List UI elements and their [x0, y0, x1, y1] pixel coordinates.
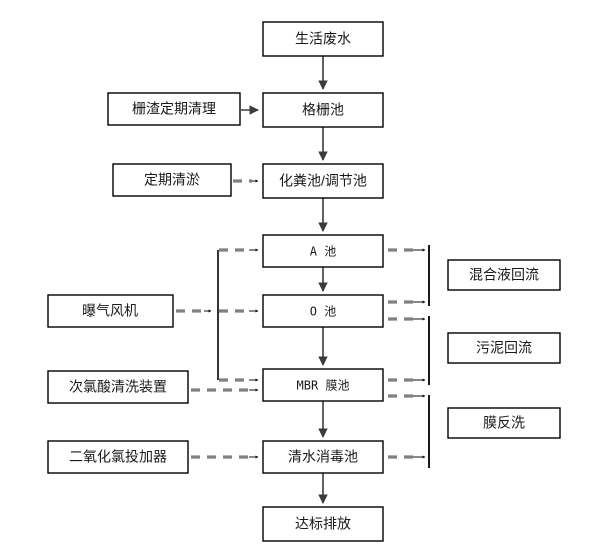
node-layer: 生活废水 栅渣定期清理 格栅池 定期清淤 化粪池/调节池 A 池 曝气风机: [47, 21, 561, 542]
node-grit-clean-box[interactable]: [107, 92, 241, 126]
node-o-tank[interactable]: O 池: [262, 294, 384, 328]
node-clo2-doser[interactable]: 二氧化氯投加器: [47, 440, 189, 474]
node-hypochlorous-washer-label: 次氯酸清洗装置: [69, 379, 167, 395]
node-effluent-box[interactable]: [262, 506, 384, 542]
node-mbr-tank-box[interactable]: [262, 368, 384, 402]
node-hypochlorous-washer-box[interactable]: [47, 370, 189, 404]
node-effluent[interactable]: 达标排放: [262, 506, 384, 542]
node-membrane-backwash-label: 膜反洗: [483, 415, 525, 431]
node-a-tank[interactable]: A 池: [262, 234, 384, 268]
node-grid-tank-label: 格栅池: [302, 102, 344, 118]
node-disinfection-tank-label: 清水消毒池: [288, 449, 358, 465]
node-effluent-label: 达标排放: [295, 516, 351, 532]
node-clo2-doser-box[interactable]: [47, 440, 189, 474]
node-blower[interactable]: 曝气风机: [47, 294, 174, 328]
node-influent-box[interactable]: [262, 21, 384, 57]
node-sludge-return[interactable]: 污泥回流: [447, 332, 561, 364]
node-grid-tank[interactable]: 格栅池: [262, 92, 384, 128]
node-septic-tank-label: 化粪池/调节池: [279, 173, 367, 189]
node-grid-tank-box[interactable]: [262, 92, 384, 128]
edge-layer: [176, 56, 430, 504]
node-septic-tank[interactable]: 化粪池/调节池: [262, 163, 384, 199]
node-disinfection-tank-box[interactable]: [262, 440, 384, 474]
node-hypochlorous-washer[interactable]: 次氯酸清洗装置: [47, 370, 189, 404]
node-a-tank-box[interactable]: [262, 234, 384, 268]
node-blower-box[interactable]: [47, 294, 174, 328]
node-mixed-liquor-return-box[interactable]: [447, 259, 561, 291]
node-mbr-tank[interactable]: MBR 膜池: [262, 368, 384, 402]
node-desilt-label: 定期清淤: [144, 172, 200, 188]
node-o-tank-label: O 池: [310, 305, 336, 319]
node-blower-label: 曝气风机: [82, 303, 138, 319]
node-grit-clean[interactable]: 栅渣定期清理: [107, 92, 241, 126]
node-sludge-return-label: 污泥回流: [476, 340, 532, 356]
node-mixed-liquor-return[interactable]: 混合液回流: [447, 259, 561, 291]
node-clo2-doser-label: 二氧化氯投加器: [69, 449, 167, 465]
node-mbr-tank-label: MBR 膜池: [297, 379, 350, 393]
node-influent-label: 生活废水: [295, 31, 351, 47]
node-desilt-box[interactable]: [112, 163, 232, 197]
node-sludge-return-box[interactable]: [447, 332, 561, 364]
node-septic-tank-box[interactable]: [262, 163, 384, 199]
node-disinfection-tank[interactable]: 清水消毒池: [262, 440, 384, 474]
node-membrane-backwash-box[interactable]: [447, 407, 561, 439]
node-influent[interactable]: 生活废水: [262, 21, 384, 57]
node-membrane-backwash[interactable]: 膜反洗: [447, 407, 561, 439]
node-desilt[interactable]: 定期清淤: [112, 163, 232, 197]
node-grit-clean-label: 栅渣定期清理: [132, 101, 216, 117]
node-mixed-liquor-return-label: 混合液回流: [469, 267, 539, 283]
node-a-tank-label: A 池: [310, 245, 336, 259]
node-o-tank-box[interactable]: [262, 294, 384, 328]
